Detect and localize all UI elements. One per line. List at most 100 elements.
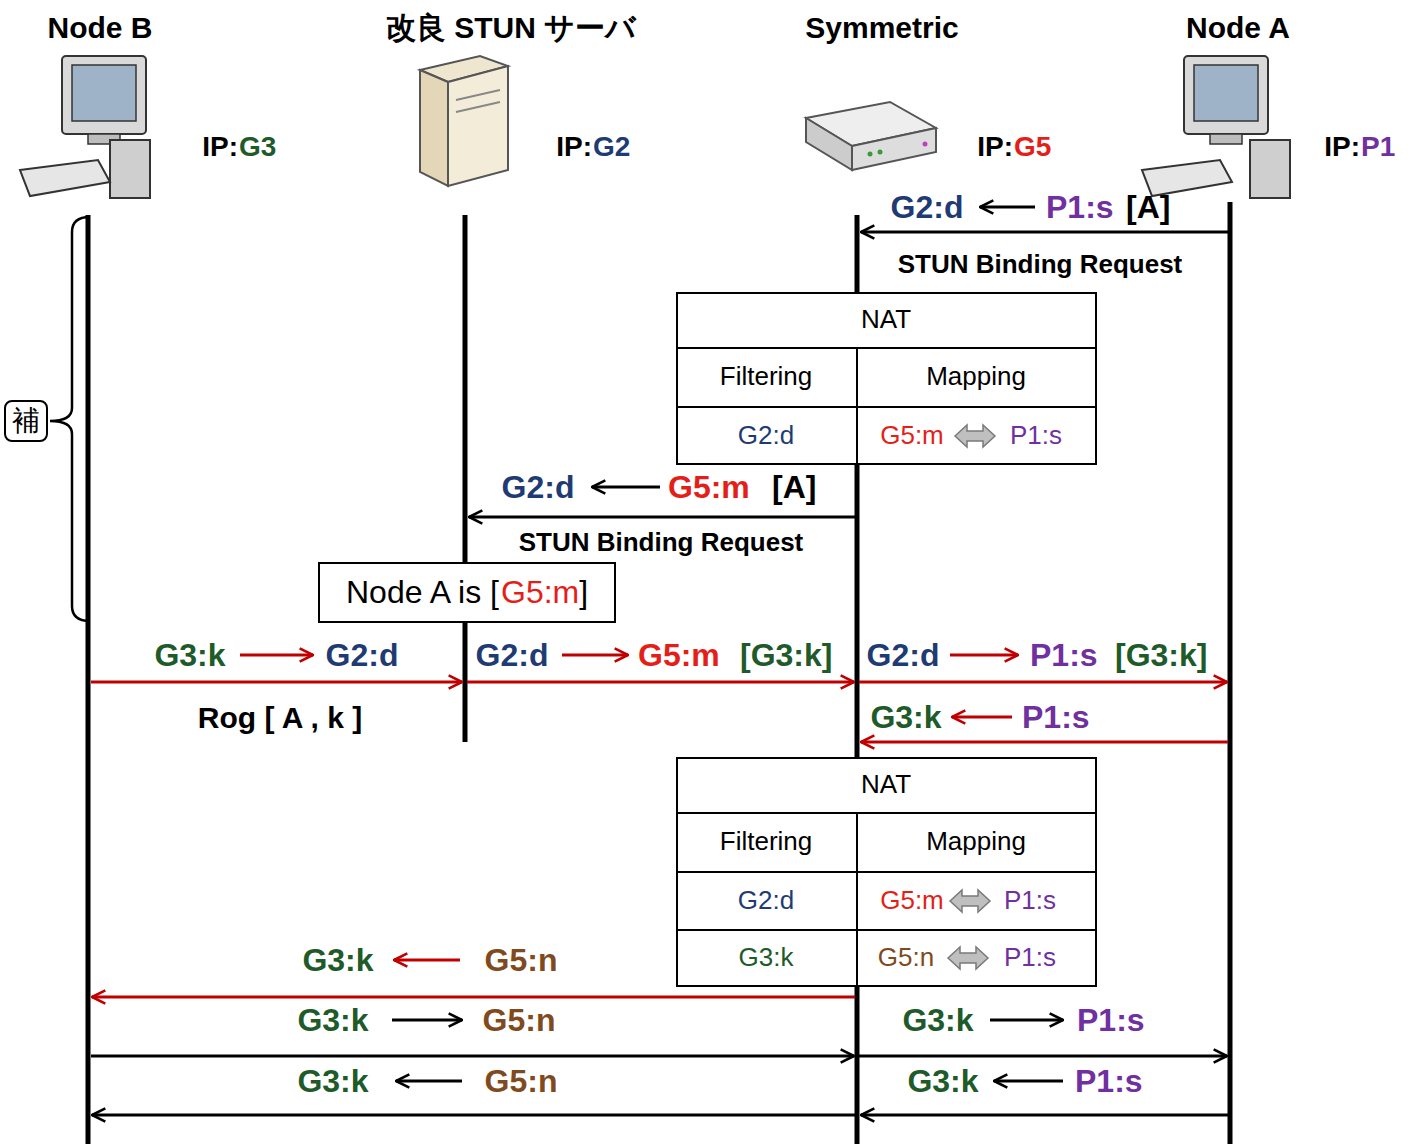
table-cell: Filtering xyxy=(720,827,812,857)
server-icon xyxy=(420,56,508,186)
address-label: P1:s xyxy=(1030,637,1098,674)
address-label: G5:n xyxy=(483,1002,556,1039)
table-rule xyxy=(856,813,858,985)
server-side xyxy=(420,70,448,186)
table-cell: G2:d xyxy=(738,421,794,451)
computer-icon xyxy=(20,56,150,198)
message-arrow xyxy=(861,1114,1228,1117)
bracket-label-box: 補 xyxy=(4,400,48,442)
address-arrow xyxy=(950,654,1018,657)
address-arrow xyxy=(990,1019,1063,1022)
address-label: G2:d xyxy=(867,637,940,674)
bracket xyxy=(50,217,90,621)
address-arrow xyxy=(392,1019,462,1022)
keyboard xyxy=(20,160,110,196)
screen xyxy=(72,65,136,121)
message-arrow xyxy=(861,741,1228,744)
address-label: G3:k xyxy=(154,637,225,674)
lifeline xyxy=(86,215,91,1144)
address-label: G5:m xyxy=(668,469,750,506)
router-icon xyxy=(806,102,936,170)
table-cell: Filtering xyxy=(720,362,812,392)
stand xyxy=(1210,134,1242,144)
address-label: G5:n xyxy=(485,942,558,979)
address-arrow xyxy=(394,959,460,962)
table-cell: P1:s xyxy=(1004,886,1056,916)
note-box: Node A is [G5:m] xyxy=(318,562,616,623)
table-rule xyxy=(856,348,858,463)
message-arrow xyxy=(92,996,855,999)
address-label: G3:k xyxy=(907,1063,978,1100)
table-cell: P1:s xyxy=(1004,943,1056,973)
note-text: G5:m xyxy=(501,574,579,611)
address-label: G3:k xyxy=(902,1002,973,1039)
message-arrow xyxy=(91,1055,854,1058)
message-arrow xyxy=(861,231,1228,234)
monitor xyxy=(62,56,146,134)
tower xyxy=(1250,140,1290,198)
mapping-arrow xyxy=(950,890,990,912)
message-name: STUN Binding Request xyxy=(519,528,804,558)
message-arrow xyxy=(467,681,854,684)
ip-address: IP: xyxy=(556,131,592,163)
table-cell: NAT xyxy=(861,305,911,335)
address-label: G2:d xyxy=(502,469,575,506)
note-text: Node A is [ xyxy=(346,574,499,611)
router-led xyxy=(868,152,873,157)
mapping-arrow xyxy=(955,425,995,447)
address-arrow xyxy=(952,716,1012,719)
message-arrow xyxy=(91,681,462,684)
ip-address: G2 xyxy=(593,131,630,163)
ip-address: G5 xyxy=(1014,131,1051,163)
server-slot xyxy=(456,90,500,100)
message-name: STUN Binding Request xyxy=(898,250,1183,280)
lifeline xyxy=(463,215,468,742)
message-arrow xyxy=(859,681,1227,684)
lifeline xyxy=(1228,202,1233,1144)
address-label: P1:s xyxy=(1075,1063,1143,1100)
address-label: G3:k xyxy=(297,1063,368,1100)
server-front xyxy=(448,66,508,186)
address-label: G2:d xyxy=(476,637,549,674)
nat-table: NATFilteringMappingG2:dG5:mP1:s xyxy=(676,292,1097,465)
address-arrow xyxy=(980,206,1035,209)
note-text: ] xyxy=(579,574,588,611)
table-cell: NAT xyxy=(861,770,911,800)
nat-table: NATFilteringMappingG2:dG5:mP1:sG3:kG5:nP… xyxy=(676,757,1097,987)
column-title: 改良 STUN サーバ xyxy=(386,11,636,46)
server-slot xyxy=(456,102,500,112)
table-rule xyxy=(678,929,1095,931)
message-arrow xyxy=(469,516,855,519)
table-cell: Mapping xyxy=(926,827,1026,857)
column-title: Symmetric xyxy=(805,11,958,46)
address-label: G3:k xyxy=(870,699,941,736)
table-cell: G2:d xyxy=(738,886,794,916)
address-label: G3:k xyxy=(297,1002,368,1039)
address-label: G3:k xyxy=(302,942,373,979)
ip-address: G3 xyxy=(239,131,276,163)
screen xyxy=(1194,65,1258,121)
address-arrow xyxy=(562,654,628,657)
table-cell: G5:m xyxy=(880,421,944,451)
ip-address: IP: xyxy=(202,131,238,163)
table-cell: G5:m xyxy=(880,886,944,916)
bracket-label: 補 xyxy=(12,405,40,437)
address-label: G5:m xyxy=(638,637,720,674)
address-label: [G3:k] xyxy=(1115,637,1207,674)
table-rule xyxy=(678,871,1095,873)
address-label: P1:s xyxy=(1022,699,1090,736)
router-side xyxy=(806,118,852,170)
address-label: G2:d xyxy=(891,189,964,226)
router-led xyxy=(923,142,928,147)
column-title: Node A xyxy=(1186,11,1290,46)
mapping-arrow xyxy=(948,947,988,969)
router-front xyxy=(852,128,936,170)
message-arrow xyxy=(859,1055,1227,1058)
address-label: P1:s xyxy=(1077,1002,1145,1039)
table-cell: P1:s xyxy=(1010,421,1062,451)
address-arrow xyxy=(994,1080,1063,1083)
ip-address: IP: xyxy=(977,131,1013,163)
message-name: Rog [ A , k ] xyxy=(198,701,362,736)
table-cell: G5:n xyxy=(878,943,934,973)
